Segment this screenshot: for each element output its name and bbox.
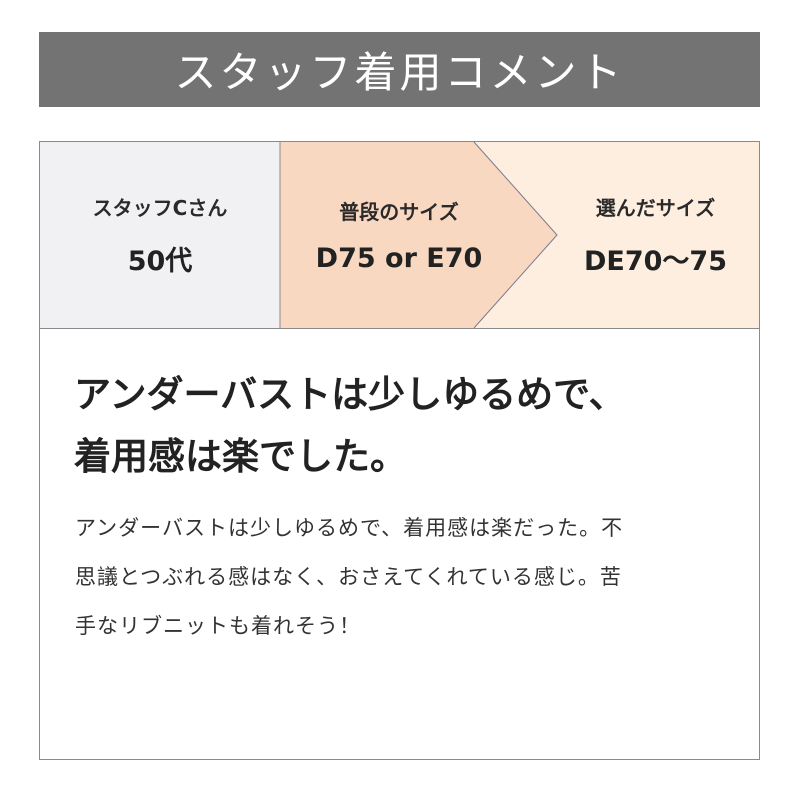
comment-headline: アンダーバストは少しゆるめで、 着用感は楽でした。	[74, 364, 734, 488]
size-info-row: スタッフCさん 50代 普段のサイズ D75 or E70 選んだサイズ DE7…	[40, 142, 759, 329]
title-banner: スタッフ着用コメント	[39, 32, 760, 107]
staff-label: スタッフCさん	[92, 196, 228, 220]
body-line: 手なリブニットも着れそう！	[75, 614, 361, 638]
body-line: 思議とつぶれる感はなく、おさえてくれている感じ。苦	[75, 565, 622, 589]
banner-title: スタッフ着用コメント	[174, 48, 625, 97]
staff-cell: スタッフCさん 50代	[40, 142, 280, 328]
chosen-size-value: DE70〜75	[583, 246, 727, 277]
staff-age: 50代	[127, 246, 193, 277]
arrow-outline	[473, 142, 558, 328]
headline-line: 着用感は楽でした。	[74, 435, 407, 478]
usual-size-value: D75 or E70	[315, 243, 483, 274]
usual-size-cell: 普段のサイズ D75 or E70	[280, 142, 518, 328]
usual-size-arrow-bg	[280, 142, 557, 328]
size-info-background	[40, 142, 759, 328]
chosen-size-label: 選んだサイズ	[595, 196, 716, 220]
usual-size-label: 普段のサイズ	[339, 200, 459, 224]
chosen-size-cell: 選んだサイズ DE70〜75	[552, 142, 759, 328]
headline-line: アンダーバストは少しゆるめで、	[74, 373, 626, 416]
staff-cell-bg	[40, 142, 280, 328]
comment-body: アンダーバストは少しゆるめで、着用感は楽だった。不 思議とつぶれる感はなく、おさ…	[75, 504, 735, 651]
body-line: アンダーバストは少しゆるめで、着用感は楽だった。不	[75, 516, 624, 540]
comment-card: スタッフCさん 50代 普段のサイズ D75 or E70 選んだサイズ DE7…	[39, 141, 760, 760]
